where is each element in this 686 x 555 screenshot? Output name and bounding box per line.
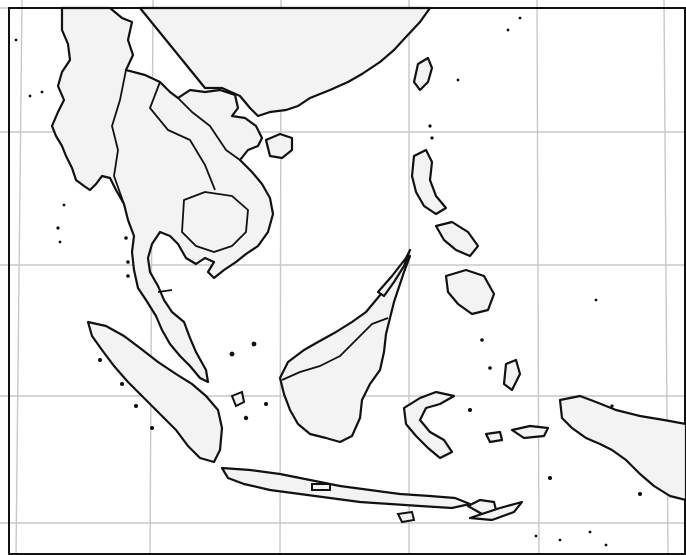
border-myanmar-thailand bbox=[111, 69, 127, 205]
sumatra-island bbox=[86, 320, 224, 464]
island-dot bbox=[134, 404, 138, 408]
bangka-island bbox=[230, 390, 246, 408]
visayas-islands bbox=[434, 220, 480, 258]
border-borneo-malaysia-indonesia bbox=[281, 317, 389, 381]
south-china-coast bbox=[138, 6, 432, 118]
island-dot bbox=[456, 78, 460, 82]
island-dot bbox=[548, 476, 552, 480]
island-dot bbox=[56, 226, 60, 230]
island-dot bbox=[506, 28, 510, 32]
island-dot bbox=[604, 543, 608, 547]
island-dot bbox=[430, 136, 434, 140]
border-thailand-laos bbox=[149, 81, 216, 191]
scattered-islands bbox=[14, 16, 642, 547]
luzon-island bbox=[410, 148, 448, 216]
island-dot bbox=[126, 274, 130, 278]
island-dot bbox=[264, 402, 268, 406]
timor-island bbox=[468, 500, 524, 522]
island-dot bbox=[98, 358, 102, 362]
island-dot bbox=[28, 94, 32, 98]
halmahera-island bbox=[502, 358, 522, 392]
mindanao-island bbox=[444, 268, 496, 316]
island-dot bbox=[40, 90, 44, 94]
island-dot bbox=[124, 236, 128, 240]
island-dot bbox=[610, 404, 614, 408]
island-dot bbox=[534, 534, 538, 538]
island-dot bbox=[558, 538, 562, 542]
grid-line-v bbox=[536, 0, 540, 555]
buru-island bbox=[484, 430, 504, 444]
island-dot bbox=[229, 351, 235, 357]
border-thailand-malaysia bbox=[157, 289, 173, 293]
island-dot bbox=[62, 203, 66, 207]
island-dot bbox=[588, 530, 592, 534]
hainan-island bbox=[264, 132, 294, 160]
island-dot bbox=[428, 124, 432, 128]
new-guinea-island bbox=[558, 394, 686, 502]
island-dot bbox=[488, 366, 492, 370]
seram-island bbox=[510, 424, 550, 440]
island-dot bbox=[120, 382, 124, 386]
island-dot bbox=[126, 260, 130, 264]
island-dot bbox=[594, 298, 598, 302]
sumba-island bbox=[311, 483, 331, 491]
borneo-island bbox=[278, 254, 412, 444]
sulawesi-island bbox=[402, 390, 456, 460]
mainland-southeast-asia bbox=[50, 6, 275, 384]
island-dot bbox=[480, 338, 484, 342]
island-dot bbox=[518, 16, 522, 20]
grid-line-v bbox=[15, 0, 23, 555]
border-laos-vietnam bbox=[177, 97, 241, 161]
bali-island bbox=[396, 510, 416, 524]
java-island bbox=[220, 466, 472, 510]
island-dot bbox=[638, 492, 642, 496]
taiwan-island bbox=[412, 56, 434, 92]
island-dot bbox=[150, 426, 154, 430]
palawan-island bbox=[376, 248, 412, 298]
island-dot bbox=[251, 341, 257, 347]
island-dot bbox=[58, 240, 62, 244]
island-dot bbox=[468, 408, 472, 412]
border-cambodia bbox=[181, 191, 249, 253]
island-dot bbox=[243, 415, 249, 421]
lesser-sunda-islands bbox=[466, 498, 498, 516]
island-dot bbox=[14, 38, 18, 42]
